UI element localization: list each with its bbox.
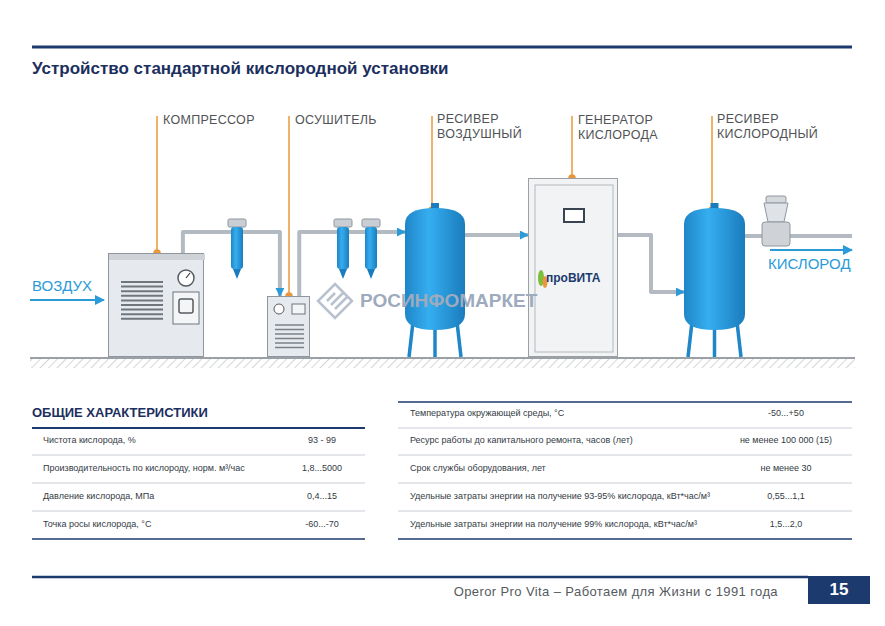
pipe-connector <box>618 235 684 292</box>
leader-line <box>571 116 573 176</box>
tank-body <box>684 208 745 330</box>
vent-slot <box>121 290 163 292</box>
vent-slot <box>121 286 163 288</box>
vent-slot <box>275 338 304 340</box>
table-rules <box>32 402 852 539</box>
tank-unit: РЕСИВЕР ВОЗДУШНЫЙ <box>405 208 465 330</box>
table-value: 93 - 99 <box>282 435 362 446</box>
page-title: Устройство стандартной кислородной устан… <box>32 59 449 79</box>
table-value: не менее 100 000 (15) <box>727 435 845 446</box>
table-cell: Удельные затраты энергии на получение 99… <box>410 519 725 530</box>
tank-shape <box>684 208 745 330</box>
leader-line <box>431 116 433 208</box>
control-panel <box>173 292 199 324</box>
table-value: -60...-70 <box>282 519 362 530</box>
ground-hatch <box>30 359 855 368</box>
equipment-label: РЕСИВЕР КИСЛОРОДНЫЙ <box>717 112 832 142</box>
tank-shape <box>405 208 465 330</box>
leader-line <box>288 116 290 294</box>
table-cell: Давление кислорода, МПа <box>43 491 283 502</box>
vent-slot <box>121 295 163 297</box>
vent-slot <box>275 342 304 344</box>
dryer-shape <box>268 297 311 358</box>
ground-line <box>30 357 855 359</box>
watermark: РОСИНФОМАРКЕТ <box>360 290 590 313</box>
vent-slot <box>121 304 163 306</box>
flow-label: КИСЛОРОД <box>768 255 868 273</box>
generator-shape <box>529 179 619 358</box>
pressure-regulator <box>762 196 790 246</box>
generator-unit: ГЕНЕРАТОР КИСЛОРОДА <box>528 178 618 357</box>
vent-slot <box>275 347 304 349</box>
pipe-connector <box>299 232 405 296</box>
compressor-shape <box>109 254 205 358</box>
table-cell: Производительность по кислороду, норм. м… <box>43 463 283 474</box>
tank-body <box>405 208 465 330</box>
logo-text: проВИТА <box>546 271 612 285</box>
table-heading: ОБЩИЕ ХАРАКТЕРИСТИКИ <box>32 405 362 421</box>
table-value: 1,5...2,0 <box>727 519 845 530</box>
leader-line <box>711 116 713 208</box>
dryer-panel <box>292 304 305 314</box>
table-value: 0,4...15 <box>282 491 362 502</box>
table-cell: Срок службы оборудования, лет <box>410 463 725 474</box>
table-value: -50...+50 <box>727 408 845 419</box>
pipe-connector <box>465 233 528 237</box>
page-number: 15 <box>808 580 870 600</box>
tank-leg <box>737 322 741 357</box>
top-rule <box>32 46 852 49</box>
vent-slot <box>121 309 163 311</box>
table-cell: Чистота кислорода, % <box>43 435 283 446</box>
table-cell: Точка росы кислорода, °С <box>43 519 283 530</box>
footer-text: Operor Pro Vita – Работаем для Жизни с 1… <box>400 584 778 600</box>
table-cell: Удельные затраты энергии на получение 93… <box>410 491 725 502</box>
vent-slot <box>121 299 163 301</box>
compressor-top <box>109 254 205 260</box>
tank-leg <box>409 322 413 357</box>
gauge-needle <box>186 273 190 278</box>
oxygen-outlet-arrow <box>770 249 852 251</box>
vent-slot <box>275 329 304 331</box>
pressure-gauge <box>178 270 194 286</box>
air-inlet-arrow <box>30 299 104 301</box>
equipment-label: РЕСИВЕР ВОЗДУШНЫЙ <box>437 112 532 142</box>
filter-symbol <box>362 219 380 279</box>
flow-label: ВОЗДУХ <box>32 277 117 295</box>
table-cell: Ресурс работы до капитального ремонта, ч… <box>410 435 725 446</box>
table-value: не менее 30 <box>727 463 845 474</box>
tank-leg <box>457 322 461 357</box>
footer-rule <box>32 576 808 579</box>
page-number-box <box>808 576 870 604</box>
table-cell: Температура окружающей среды, °С <box>410 408 725 419</box>
vent-slot <box>121 281 163 283</box>
vent-slot <box>275 333 304 335</box>
vent-slot <box>275 324 304 326</box>
tank-leg <box>688 322 692 357</box>
equipment-label: КОМПРЕССОР <box>163 113 273 128</box>
filter-symbol <box>228 219 246 279</box>
table-value: 0,55...1,1 <box>727 491 845 502</box>
table-value: 1,8...5000 <box>282 463 362 474</box>
control-screen <box>564 209 584 222</box>
equipment-label: ГЕНЕРАТОР КИСЛОРОДА <box>578 113 683 143</box>
vent-slot <box>121 313 163 315</box>
equipment-label: ОСУШИТЕЛЬ <box>295 113 400 128</box>
vent-slot <box>121 318 163 320</box>
pressure-gauge <box>274 304 284 314</box>
output-pipe <box>745 234 852 238</box>
leader-line <box>156 116 158 251</box>
cabinet-door <box>535 185 613 352</box>
control-display <box>179 299 193 313</box>
dryer-unit: ОСУШИТЕЛЬ <box>267 296 310 357</box>
compressor-unit: КОМПРЕССОР <box>108 253 204 357</box>
tank-unit: РЕСИВЕР КИСЛОРОДНЫЙ <box>684 208 745 330</box>
filter-symbol <box>334 219 352 279</box>
watermark-icon <box>318 284 352 318</box>
